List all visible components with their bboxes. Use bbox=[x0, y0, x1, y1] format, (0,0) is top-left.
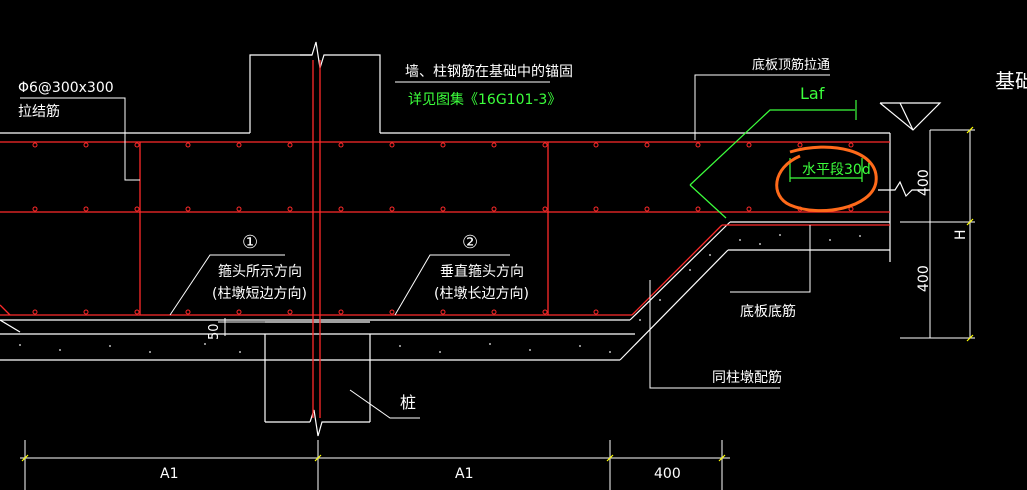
tie-name-label: 拉结筋 bbox=[18, 103, 60, 120]
rebar-dot bbox=[185, 142, 191, 148]
rebar-dot bbox=[542, 309, 548, 315]
dim-50-label: 50 bbox=[207, 323, 222, 340]
rebar-dot bbox=[287, 309, 293, 315]
rebar-dot bbox=[389, 142, 395, 148]
circle-2-label: ② bbox=[462, 232, 478, 253]
rebar-dot bbox=[491, 142, 497, 148]
rebar-dot bbox=[32, 206, 38, 212]
rebar-dot bbox=[644, 142, 650, 148]
rebar-dot bbox=[440, 206, 446, 212]
rebar-dot bbox=[236, 142, 242, 148]
rebar-dot bbox=[848, 142, 854, 148]
rebar-dot bbox=[134, 142, 140, 148]
rebar-dot bbox=[83, 142, 89, 148]
rebar-dot bbox=[389, 206, 395, 212]
rebar-dot bbox=[491, 309, 497, 315]
rebar-dot bbox=[134, 206, 140, 212]
rebar-dot bbox=[644, 206, 650, 212]
concrete-outline bbox=[0, 41, 942, 437]
atlas-ref-label: 详见图集《16G101-3》 bbox=[408, 91, 561, 108]
dim-400-top-label: 400 bbox=[916, 169, 932, 196]
rebar-dot bbox=[746, 142, 752, 148]
dim-h-label: H bbox=[953, 229, 969, 240]
rebar-dot bbox=[134, 309, 140, 315]
dim-a1-left-label: A1 bbox=[160, 466, 178, 482]
rebar-dot bbox=[746, 206, 752, 212]
foundation-label: 基础 bbox=[995, 69, 1027, 93]
rebar-dot bbox=[338, 206, 344, 212]
rebar-dot bbox=[32, 309, 38, 315]
rebar-dot bbox=[542, 142, 548, 148]
horizontal-30d-label: 水平段30d bbox=[802, 162, 871, 178]
rebar-dot bbox=[83, 309, 89, 315]
rebar-dot bbox=[440, 142, 446, 148]
rebar-dot bbox=[389, 309, 395, 315]
leader-lines bbox=[20, 74, 975, 490]
rebar-dots bbox=[32, 142, 854, 315]
laf-label: Laf bbox=[800, 84, 825, 103]
rebar-dot bbox=[287, 142, 293, 148]
circle-1-label: ① bbox=[242, 232, 258, 253]
rebar-dot bbox=[593, 142, 599, 148]
dim-a1-right-label: A1 bbox=[455, 466, 473, 482]
rebar-dot bbox=[338, 309, 344, 315]
rebar-dot bbox=[593, 206, 599, 212]
slab-top-rebar-label: 底板顶筋拉通 bbox=[752, 57, 830, 73]
dir1-line1-label: 箍头所示方向 bbox=[218, 263, 302, 280]
dir1-line2-label: (柱墩短边方向) bbox=[212, 286, 307, 302]
highlight-circle bbox=[775, 145, 878, 213]
rebar-dot bbox=[593, 309, 599, 315]
anchor-note-label: 墙、柱钢筋在基础中的锚固 bbox=[405, 63, 573, 80]
rebar-dot bbox=[491, 206, 497, 212]
rebar-dot bbox=[236, 206, 242, 212]
rebar-dot bbox=[542, 206, 548, 212]
dimension-ticks bbox=[21, 126, 974, 462]
rebar-dot bbox=[695, 206, 701, 212]
rebar-lines bbox=[0, 60, 890, 418]
rebar-dot bbox=[32, 142, 38, 148]
rebar-dot bbox=[695, 142, 701, 148]
rebar-dot bbox=[185, 309, 191, 315]
dir2-line1-label: 垂直箍头方向 bbox=[440, 263, 524, 280]
dir2-line2-label: (柱墩长边方向) bbox=[434, 286, 529, 302]
laf-dimension bbox=[689, 100, 863, 219]
dim-400-bottom-label: 400 bbox=[916, 265, 932, 292]
rebar-dot bbox=[440, 309, 446, 315]
rebar-dot bbox=[185, 206, 191, 212]
same-as-pier-label: 同柱墩配筋 bbox=[712, 369, 782, 386]
tie-spec-label: Φ6@300x300 bbox=[18, 80, 114, 96]
rebar-dot bbox=[236, 309, 242, 315]
pile-label: 桩 bbox=[400, 393, 416, 412]
rebar-dot bbox=[338, 142, 344, 148]
concrete-hatch bbox=[19, 234, 861, 353]
rebar-dot bbox=[797, 142, 803, 148]
slab-bottom-rebar-label: 底板底筋 bbox=[740, 303, 796, 320]
dim-400-h-label: 400 bbox=[654, 466, 681, 482]
rebar-dot bbox=[83, 206, 89, 212]
rebar-dot bbox=[287, 206, 293, 212]
